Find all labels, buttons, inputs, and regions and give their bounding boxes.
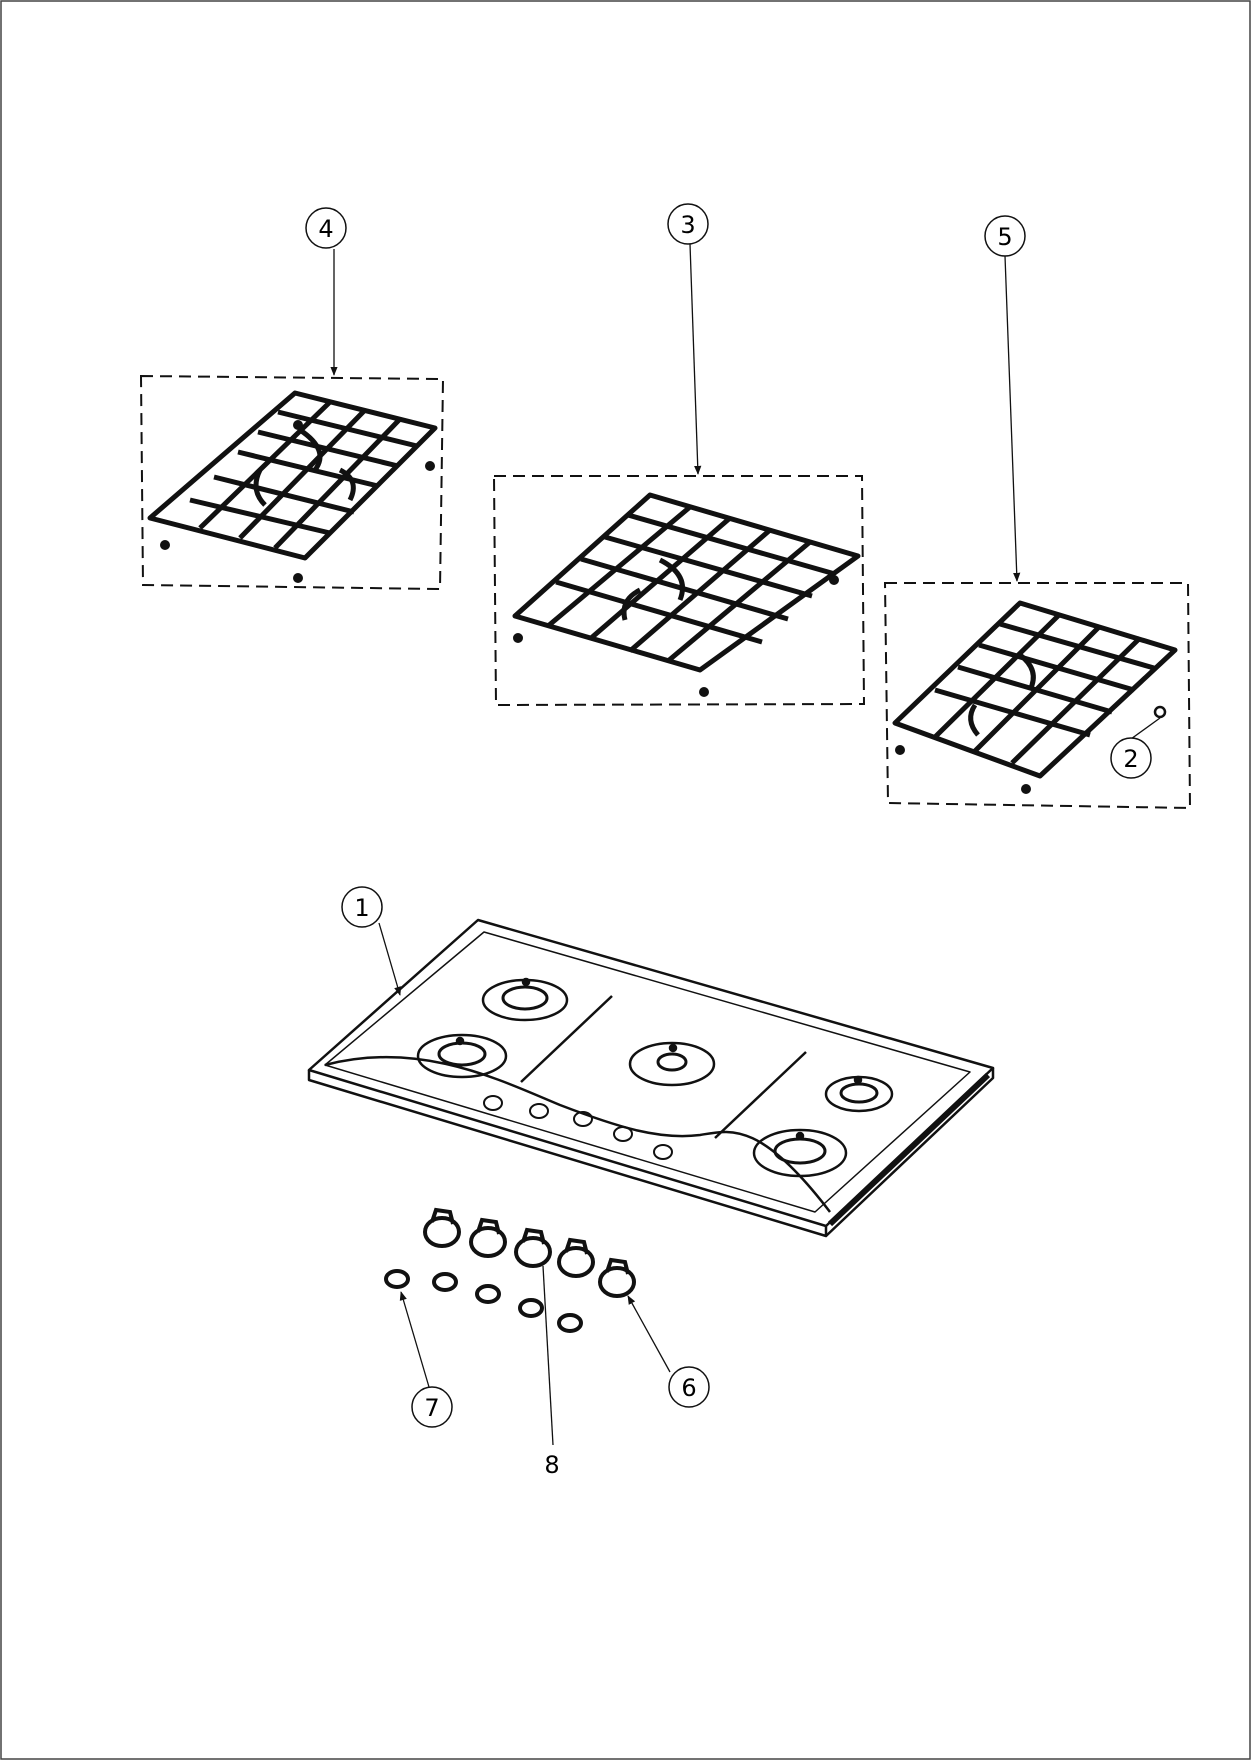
- cooktop-outline: [307, 918, 995, 1228]
- knob: [598, 1257, 636, 1298]
- burner-rear-right: [824, 1075, 894, 1113]
- bezel-ring: [557, 1313, 583, 1333]
- cooktop-right-side-thick: [827, 1072, 991, 1227]
- svg-text:4: 4: [318, 215, 333, 243]
- callout-4: 4: [305, 207, 347, 249]
- divider-right: [714, 1051, 807, 1139]
- leader-7: [399, 1291, 430, 1388]
- dashed-group-box-center: [492, 475, 866, 707]
- grate-right-assembly: [883, 582, 1192, 810]
- dashed-group-box-right: [883, 582, 1192, 810]
- bezel-ring: [518, 1298, 544, 1318]
- grate-center-assembly: [492, 475, 866, 707]
- divider-left: [520, 995, 613, 1083]
- burner-center: [628, 1041, 716, 1087]
- cooktop-inner-rim: [324, 931, 971, 1213]
- callout-6: 6: [668, 1366, 710, 1408]
- grate-feet-center: [513, 575, 839, 697]
- callout-7: 7: [411, 1386, 453, 1428]
- leader-8: [542, 1265, 554, 1446]
- callout-5: 5: [984, 215, 1026, 257]
- cooktop-right-edge: [825, 1068, 995, 1237]
- callout-8: 8: [544, 1451, 559, 1479]
- burner-front-left: [416, 1033, 508, 1079]
- callout-2: 2: [1110, 737, 1152, 779]
- knob: [514, 1227, 552, 1268]
- cooktop-front-edge: [307, 1070, 828, 1238]
- svg-text:2: 2: [1123, 745, 1138, 773]
- grate-left-assembly: [139, 374, 445, 591]
- callout-1: 1: [341, 886, 383, 928]
- cooktop-assembly: [307, 918, 995, 1238]
- knob: [557, 1237, 595, 1278]
- svg-text:1: 1: [354, 894, 369, 922]
- leader-6: [627, 1295, 671, 1373]
- bezel-ring: [475, 1284, 501, 1304]
- svg-text:3: 3: [680, 211, 695, 239]
- svg-text:6: 6: [681, 1374, 696, 1402]
- grate-center: [512, 492, 861, 673]
- grate-feet-right: [895, 745, 1031, 794]
- leader-3: [689, 243, 702, 475]
- burner-rear-left: [481, 977, 569, 1022]
- knob-bezels: [384, 1269, 583, 1333]
- knob: [469, 1217, 507, 1258]
- rubber-foot-part-2: [1153, 705, 1167, 719]
- svg-text:5: 5: [997, 223, 1012, 251]
- callout-3: 3: [667, 203, 709, 245]
- leader-lines: [330, 243, 1161, 1446]
- leader-5: [1004, 255, 1021, 582]
- knob-holes: [483, 1095, 673, 1160]
- svg-text:7: 7: [424, 1394, 439, 1422]
- leader-1: [378, 922, 402, 996]
- burner-front-right: [752, 1128, 848, 1178]
- svg-text:8: 8: [544, 1451, 559, 1479]
- bezel-ring: [432, 1272, 458, 1292]
- control-knobs: [423, 1207, 636, 1298]
- knob: [423, 1207, 461, 1248]
- grate-right: [892, 600, 1178, 779]
- grate-feet-left: [160, 420, 435, 583]
- grate-left: [147, 390, 438, 561]
- bezel-ring: [384, 1269, 410, 1289]
- dashed-group-box-left: [139, 374, 445, 591]
